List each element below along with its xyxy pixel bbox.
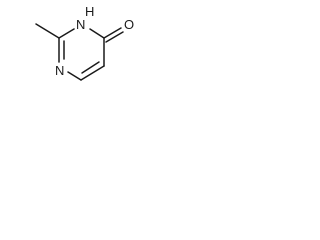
atom-label-nh-h: H bbox=[85, 4, 94, 19]
bond-c4-o-1 bbox=[103, 27, 122, 39]
bond-c4-o-2 bbox=[105, 31, 124, 43]
bond-c5-c6-inner bbox=[81, 61, 100, 74]
atom-label-nh-n: N bbox=[76, 17, 85, 32]
atom-label-ring-n: N bbox=[55, 63, 64, 78]
bond-c2-methyl bbox=[35, 23, 60, 39]
bond-c5-c6 bbox=[80, 65, 105, 81]
atom-label-o: O bbox=[124, 17, 134, 32]
bond-nh-c4 bbox=[89, 28, 105, 39]
structural-formula: N H N O bbox=[35, 4, 134, 81]
bond-c2-nh bbox=[58, 28, 75, 39]
bond-c6-n1 bbox=[67, 71, 82, 81]
